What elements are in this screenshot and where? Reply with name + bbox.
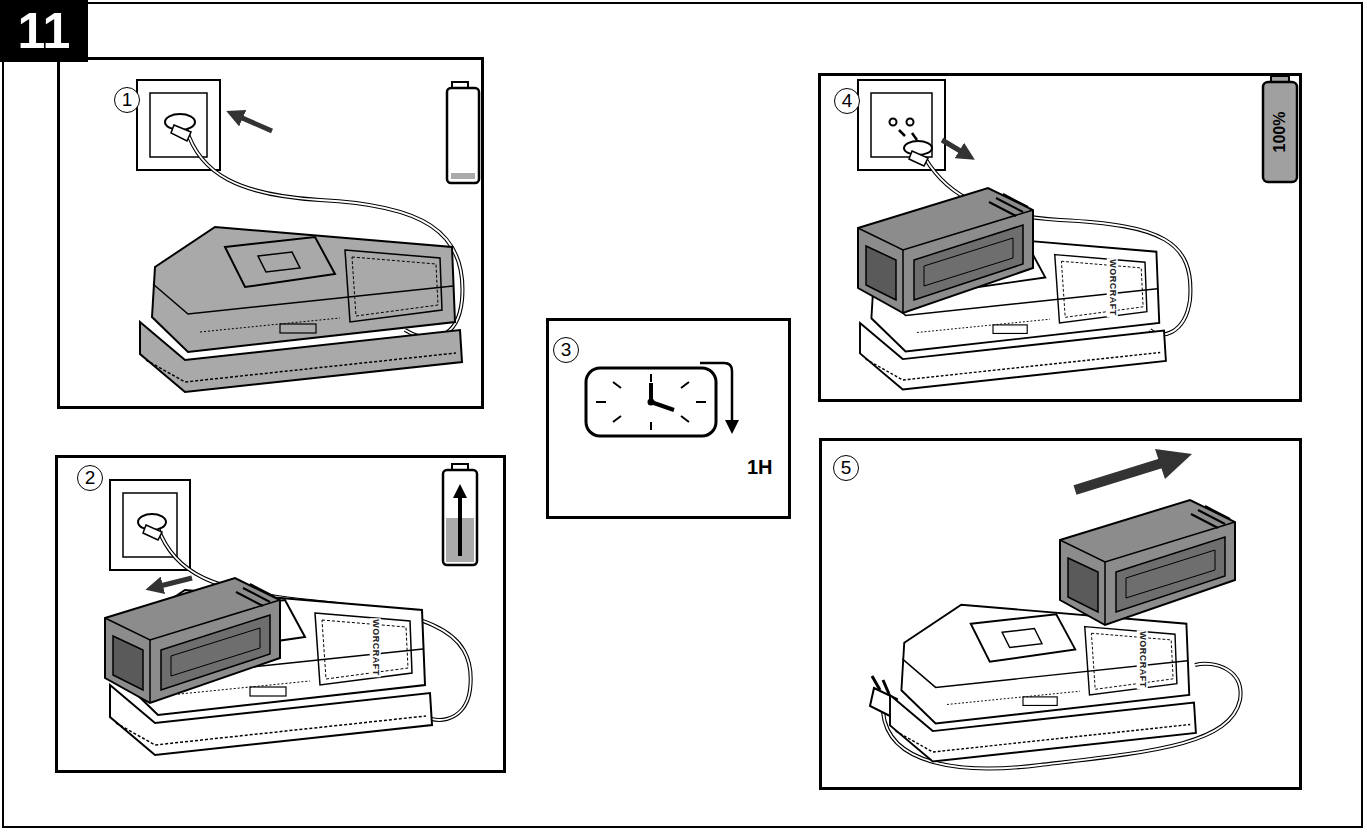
- callout-number: 2: [77, 465, 103, 491]
- step-panel: 5: [819, 438, 1302, 790]
- callout-number: 3: [553, 337, 579, 363]
- charge-level: 100%: [1271, 112, 1289, 153]
- step-panel: 2: [55, 455, 506, 773]
- step5-art: [870, 449, 1241, 768]
- callout-number: 1: [114, 87, 140, 113]
- section-number: 11: [0, 0, 88, 62]
- clock-icon: [586, 363, 732, 436]
- step4-art: [858, 76, 1297, 390]
- step-panel: 3 1H: [546, 318, 791, 519]
- callout-number: 4: [834, 88, 860, 114]
- step1-art: [137, 80, 479, 392]
- brand-label: WORCRAFT: [369, 618, 380, 677]
- step-panel: 1: [57, 57, 484, 409]
- brand-label: WORCRAFT: [1136, 630, 1147, 689]
- step2-art: [105, 464, 477, 755]
- duration-label: 1H: [747, 456, 773, 478]
- callout-number: 5: [833, 455, 859, 481]
- step-panel: 4 100%: [818, 73, 1302, 402]
- brand-label: WORCRAFT: [1106, 258, 1117, 317]
